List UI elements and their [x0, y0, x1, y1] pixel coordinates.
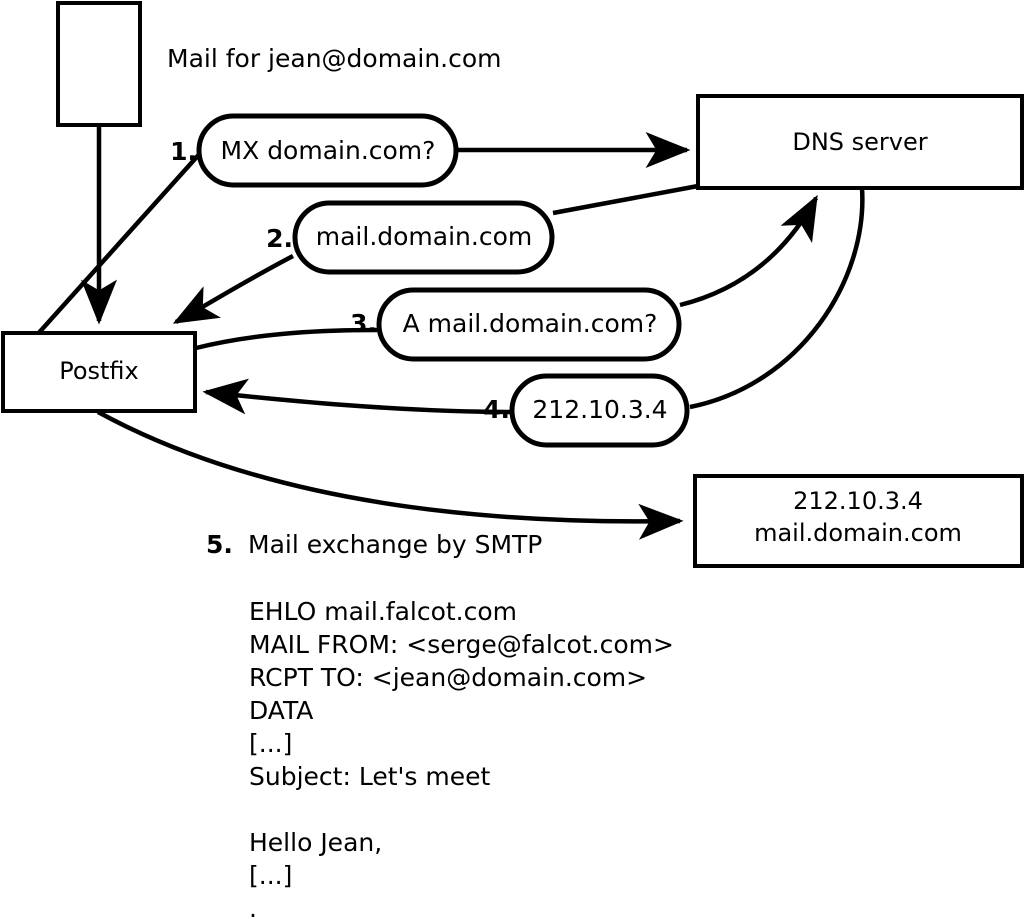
step-number-3: 3.: [350, 309, 377, 338]
edge-step2-bubble-to-postfix: [172, 254, 295, 324]
node-postfix-box: [1, 331, 197, 413]
node-postfix-label: Postfix: [59, 357, 139, 385]
transcript-line-10: .: [249, 894, 257, 919]
node-mail-server-ip: 212.10.3.4: [793, 487, 923, 515]
edge-step4-bubble-to-postfix: [202, 378, 513, 415]
node-mail-server-box: [693, 474, 1024, 568]
transcript-line-2: MAIL FROM: <serge@falcot.com>: [249, 630, 674, 659]
edge-dns-to-step2-bubble: [552, 183, 699, 216]
edge-step3-bubble-to-dns: [679, 194, 818, 308]
transcript-line-8: Hello Jean,: [249, 828, 382, 857]
bubble-step-3: [376, 287, 682, 362]
step-number-1: 1.: [170, 137, 197, 166]
transcript-line-1: EHLO mail.falcot.com: [249, 597, 517, 626]
transcript-line-3: RCPT TO: <jean@domain.com>: [249, 663, 647, 692]
step-number-2: 2.: [266, 224, 293, 253]
step-number-4: 4.: [483, 395, 510, 424]
node-sender-box: [56, 1, 142, 127]
bubble-step-2-label: mail.domain.com: [316, 222, 532, 251]
bubble-step-1: [196, 113, 459, 188]
edge-postfix-to-step1-bubble: [34, 148, 205, 338]
step-5-label: Mail exchange by SMTP: [248, 530, 542, 559]
transcript-line-6: Subject: Let's meet: [249, 762, 490, 791]
node-dns-server-box: [696, 94, 1024, 190]
bubble-step-2: [292, 200, 555, 275]
edge-postfix-to-step3-bubble: [195, 327, 379, 351]
bubble-step-3-label: A mail.domain.com?: [403, 309, 658, 338]
bubble-step-4: [509, 373, 690, 448]
transcript-line-5: [...]: [249, 729, 292, 758]
bubble-step-4-label: 212.10.3.4: [532, 395, 667, 424]
node-mail-server-hostname: mail.domain.com: [754, 519, 962, 547]
edge-dns-to-step4-bubble: [689, 187, 865, 410]
node-dns-server-label: DNS server: [792, 128, 927, 156]
transcript-line-9: [...]: [249, 861, 292, 890]
bubble-step-1-label: MX domain.com?: [221, 136, 436, 165]
transcript-line-4: DATA: [249, 696, 313, 725]
caption-mail-for: Mail for jean@domain.com: [167, 44, 502, 73]
edge-postfix-to-mailserver-smtp: [96, 410, 684, 540]
step-number-5: 5.: [206, 530, 233, 559]
